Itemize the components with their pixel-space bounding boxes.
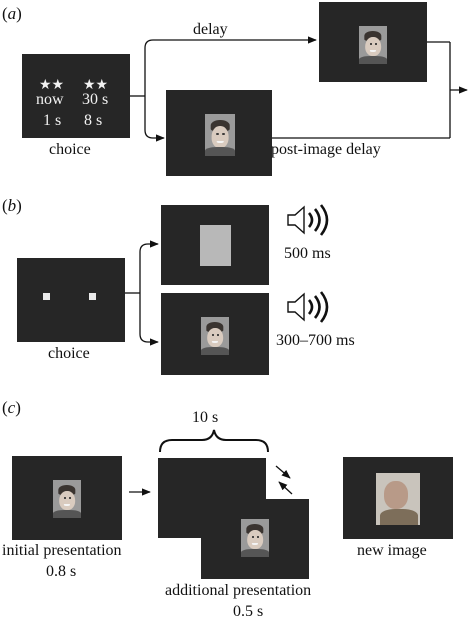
brace-icon — [159, 429, 269, 453]
face-photo — [359, 26, 387, 64]
panel-c-arrows — [129, 465, 293, 496]
now-duration: 1 s — [43, 112, 62, 129]
delay-label: delay — [193, 21, 228, 38]
arrow-icon — [275, 465, 291, 479]
speaker-icon — [287, 291, 329, 323]
additional-screen — [201, 499, 309, 579]
now-label: now — [36, 91, 64, 108]
post-image-delay-label: post-image delay — [271, 141, 381, 158]
choice-screen-a: ★★ now 1 s ★★ 30 s 8 s — [22, 54, 130, 138]
choice-screen-b — [17, 258, 125, 342]
new-image-label: new image — [357, 542, 427, 559]
sound-duration-bottom: 300–700 ms — [276, 332, 355, 349]
sound-duration-top: 500 ms — [284, 245, 331, 262]
arrow-icon — [139, 293, 159, 346]
right-target — [89, 293, 96, 300]
face-photo — [241, 519, 269, 557]
panel-a-label: (a) — [2, 4, 22, 23]
initial-presentation-duration: 0.8 s — [46, 563, 77, 580]
later-duration: 8 s — [84, 112, 103, 129]
new-face-photo — [376, 473, 420, 525]
choice-label-a: choice — [49, 141, 91, 158]
initial-presentation-label: initial presentation — [2, 542, 122, 559]
panel-a-arrows — [130, 36, 468, 142]
additional-presentation-label: additional presentation — [165, 582, 312, 599]
face-photo — [201, 317, 229, 355]
delay-screen — [319, 2, 427, 82]
choice-label-b: choice — [48, 345, 90, 362]
panel-b-arrows — [125, 240, 159, 346]
face-screen-b — [161, 293, 269, 375]
image-screen-a — [166, 90, 272, 176]
left-target — [43, 293, 50, 300]
gray-square-screen — [161, 205, 269, 285]
arrow-icon — [278, 481, 293, 495]
later-label: 30 s — [82, 91, 109, 108]
brace-duration-label: 10 s — [192, 409, 219, 426]
gray-square — [200, 225, 231, 266]
star-icon-left: ★★ — [39, 78, 65, 93]
speaker-icon — [287, 204, 329, 236]
arrow-icon — [144, 96, 165, 142]
new-image-screen — [343, 457, 453, 539]
star-icon-right: ★★ — [83, 78, 109, 93]
face-photo — [53, 480, 81, 518]
arrow-icon — [139, 240, 159, 293]
additional-presentation-duration: 0.5 s — [233, 603, 264, 620]
initial-screen — [12, 456, 122, 540]
panel-c-label: (c) — [2, 398, 21, 417]
arrow-icon — [144, 36, 317, 96]
panel-b-label: (b) — [2, 196, 22, 215]
face-photo — [205, 114, 235, 156]
